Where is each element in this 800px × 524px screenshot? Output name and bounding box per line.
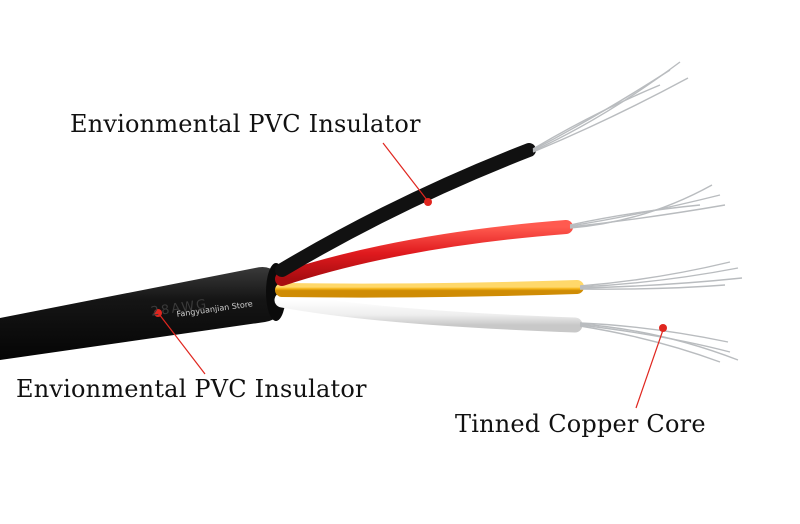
label-conductor: Tinned Copper Core: [455, 410, 706, 438]
white-wire: [274, 292, 583, 333]
copper-strands-yellow: [579, 261, 743, 290]
pointer-core: [635, 324, 667, 409]
black-wire: [275, 143, 536, 277]
red-pointer-dot: [659, 324, 667, 332]
red-wire: [275, 220, 573, 286]
copper-strands-black: [532, 61, 689, 153]
pointer-top: [382, 142, 432, 206]
red-pointer-dot: [154, 309, 162, 317]
copper-strands-white: [579, 322, 739, 363]
yellow-wire: [275, 280, 584, 298]
pointer-bottom: [154, 309, 206, 375]
red-pointer-dot: [424, 198, 432, 206]
label-inner-insulation: Envionmental PVC Insulator: [16, 375, 367, 403]
copper-strands-red: [569, 184, 726, 229]
cable-jacket: [0, 266, 284, 360]
label-outer-sheath: Envionmental PVC Insulator: [70, 110, 421, 138]
